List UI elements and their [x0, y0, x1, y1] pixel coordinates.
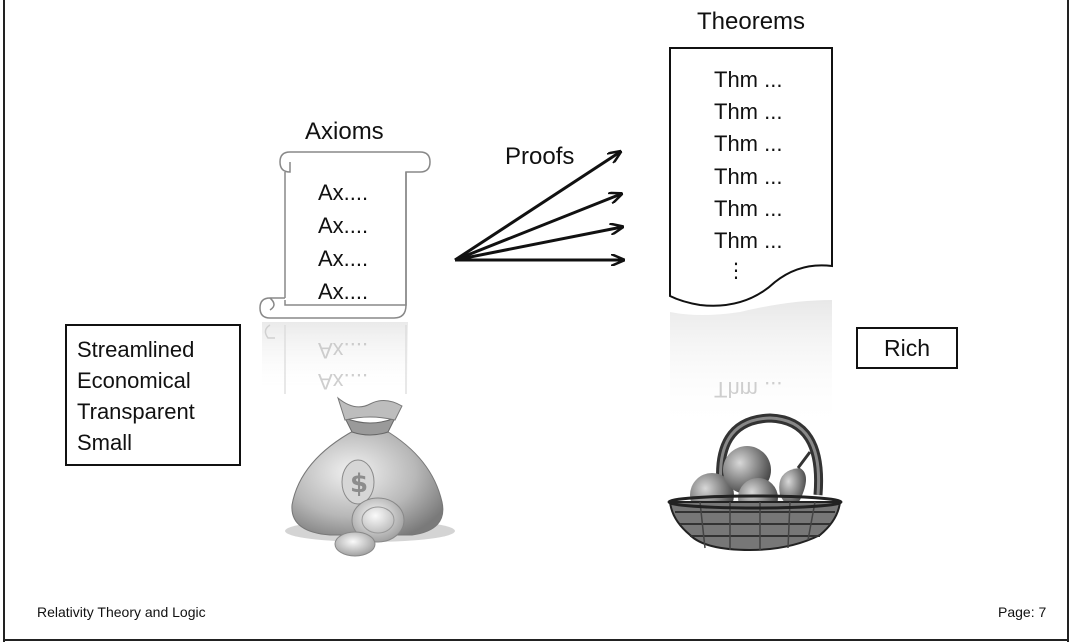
theorems-ellipsis: ⋮ — [726, 260, 746, 282]
theorem-line: Thm ... — [714, 228, 783, 253]
proof-arrow-2 — [454, 194, 621, 262]
slide-border-left — [3, 0, 5, 642]
slide-border-bottom — [3, 639, 1069, 641]
axioms-scroll — [259, 151, 431, 319]
proof-arrow-1 — [454, 152, 620, 262]
axioms-title: Axioms — [305, 118, 384, 145]
axiom-reflection-line: Ax.... — [318, 338, 369, 363]
property-item: Streamlined — [77, 337, 195, 362]
axiom-line: Ax.... — [318, 279, 369, 304]
theorems-property-box: Rich — [856, 327, 958, 369]
footer-title: Relativity Theory and Logic — [37, 604, 206, 620]
theorems-page-reflection — [670, 300, 832, 430]
theorem-line: Thm ... — [714, 99, 783, 124]
theorem-line: Thm ... — [714, 67, 783, 92]
axioms-properties-box: Streamlined Economical Transparent Small — [65, 324, 241, 466]
proofs-label: Proofs — [505, 143, 575, 170]
money-bag-icon: $ — [285, 396, 455, 557]
theorems-page — [669, 47, 833, 307]
proof-arrows — [454, 152, 623, 262]
theorem-reflection-line: Thm ... — [714, 377, 783, 402]
axioms-scroll-reflection — [262, 322, 408, 394]
property-item: Small — [77, 430, 133, 455]
theorem-line: Thm ... — [714, 164, 783, 189]
theorem-line: Thm ... — [714, 196, 783, 221]
property-item: Economical — [77, 368, 191, 393]
property-item: Transparent — [77, 399, 195, 424]
slide-border-right — [1067, 0, 1069, 642]
proof-arrow-3 — [454, 227, 622, 262]
axiom-line: Ax.... — [318, 246, 369, 271]
axiom-line: Ax.... — [318, 180, 369, 205]
fruit-basket-icon — [667, 413, 843, 552]
axiom-reflection-line: Ax.... — [318, 369, 369, 394]
theorems-title: Theorems — [697, 8, 806, 35]
page-number: Page: 7 — [998, 604, 1047, 620]
svg-text:$: $ — [350, 469, 368, 499]
theorem-line: Thm ... — [714, 131, 783, 156]
axiom-line: Ax.... — [318, 213, 369, 238]
